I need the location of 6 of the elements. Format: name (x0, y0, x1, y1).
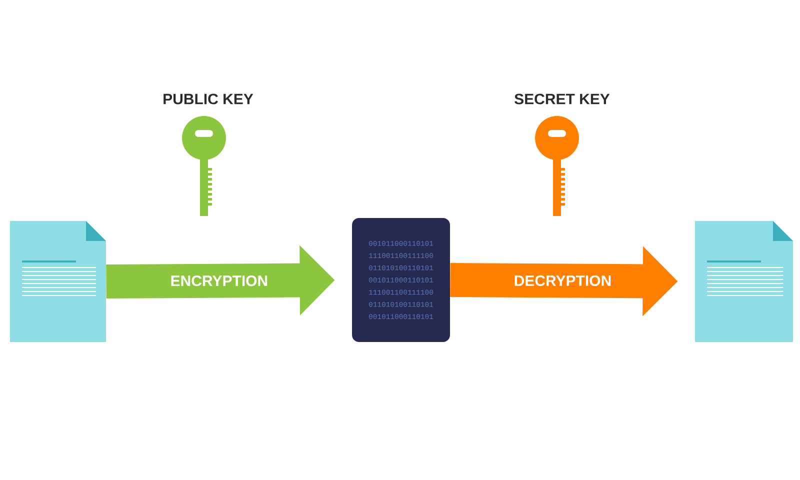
key-label: PUBLIC KEY (164, 94, 254, 104)
document-icon (695, 221, 793, 342)
edge-label: DECRYPTION (514, 275, 611, 286)
key-label: SECRET KEY (514, 94, 610, 104)
document-icon (10, 221, 106, 342)
edge-label: ENCRYPTION (171, 276, 268, 286)
